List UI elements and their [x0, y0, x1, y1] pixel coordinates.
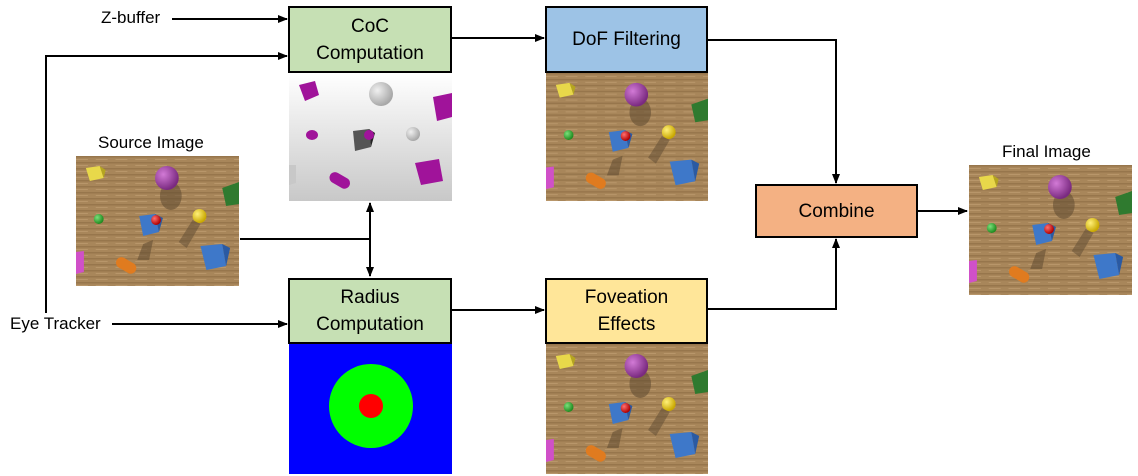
source-image	[76, 156, 239, 286]
z-buffer-label: Z-buffer	[101, 8, 161, 27]
coc-map-image	[289, 73, 452, 201]
foveation-box-line1: Foveation	[584, 287, 669, 308]
foveation-to-combine-arrow	[708, 238, 840, 310]
dof-to-combine-arrow	[708, 39, 840, 184]
dof-filtered-image	[546, 73, 708, 201]
combine-box: Combine	[755, 184, 918, 238]
combine-box-label: Combine	[798, 200, 875, 222]
radius-box-line2: Computation	[316, 314, 424, 335]
radius-map-image	[289, 344, 452, 474]
foveation-box-line2: Effects	[597, 314, 656, 335]
dof-box-label: DoF Filtering	[572, 29, 681, 50]
final-image	[969, 165, 1132, 295]
dof-filtering-box: DoF Filtering	[545, 6, 708, 73]
coc-box-line1: CoC	[350, 15, 389, 37]
eye-tracker-label: Eye Tracker	[10, 314, 101, 333]
coc-computation-box: CoC Computation	[288, 6, 452, 73]
source-image-label: Source Image	[98, 133, 204, 152]
final-image-label: Final Image	[1002, 142, 1091, 161]
foveation-image	[546, 344, 708, 474]
coc-box-line2: Computation	[316, 42, 424, 64]
eye-tracker-to-coc-arrow	[45, 52, 288, 313]
radius-box-line1: Radius	[340, 287, 400, 308]
